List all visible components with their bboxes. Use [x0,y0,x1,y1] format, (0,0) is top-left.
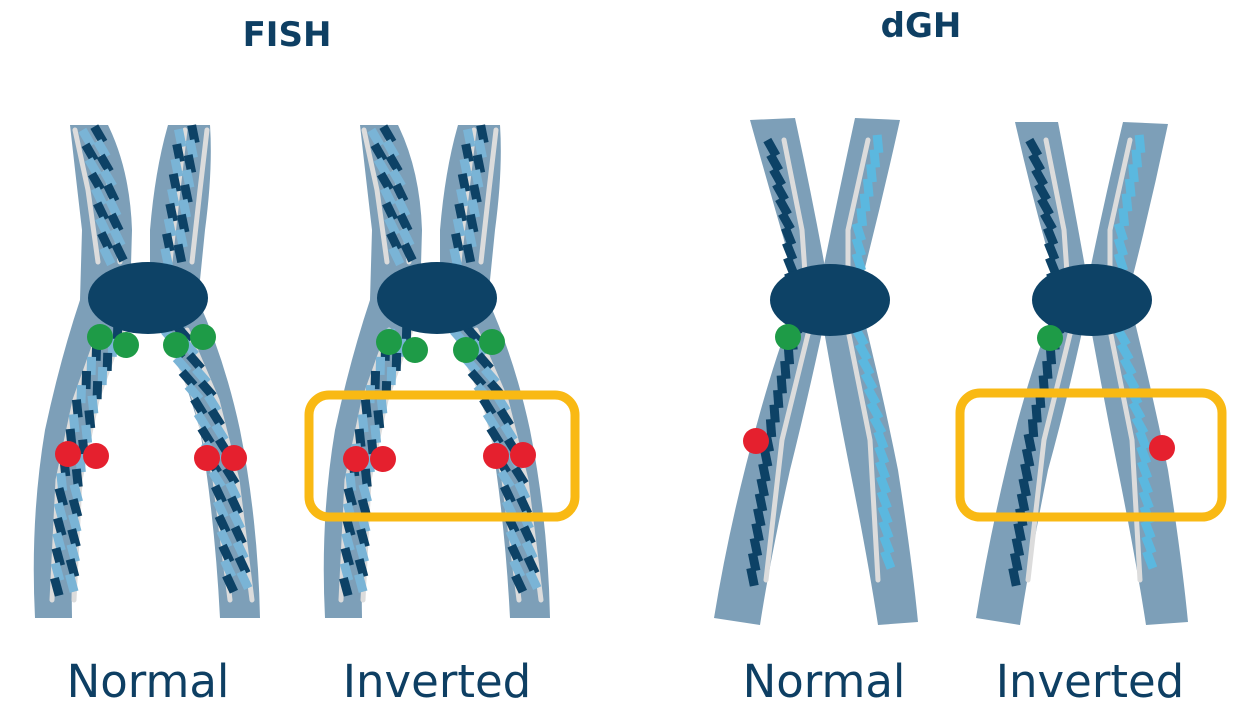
fish-normal-label: Normal [67,655,230,708]
red-probe [510,442,536,468]
red-probe [83,443,109,469]
green-probe [163,332,189,358]
red-probe [55,441,81,467]
green-probe [775,324,801,350]
dgh-inverted-chromosome [960,122,1222,625]
red-probe [194,445,220,471]
dgh-normal-chromosome [714,118,918,625]
red-probe [370,446,396,472]
green-probe [479,329,505,355]
fish-normal-chromosome [34,124,260,618]
red-probe [343,446,369,472]
green-probe [453,337,479,363]
red-probe [221,445,247,471]
red-probe [483,443,509,469]
dgh-normal-label: Normal [743,655,906,708]
dgh-inverted-label: Inverted [996,655,1185,708]
centromere [88,262,208,334]
green-probe [87,324,113,350]
green-probe [376,329,402,355]
fish-inverted-chromosome [309,124,575,618]
green-probe [190,324,216,350]
green-probe [1037,325,1063,351]
green-probe [402,337,428,363]
red-probe [743,428,769,454]
green-probe [113,332,139,358]
fish-inverted-label: Inverted [343,655,532,708]
red-probe [1149,435,1175,461]
centromere [377,262,497,334]
